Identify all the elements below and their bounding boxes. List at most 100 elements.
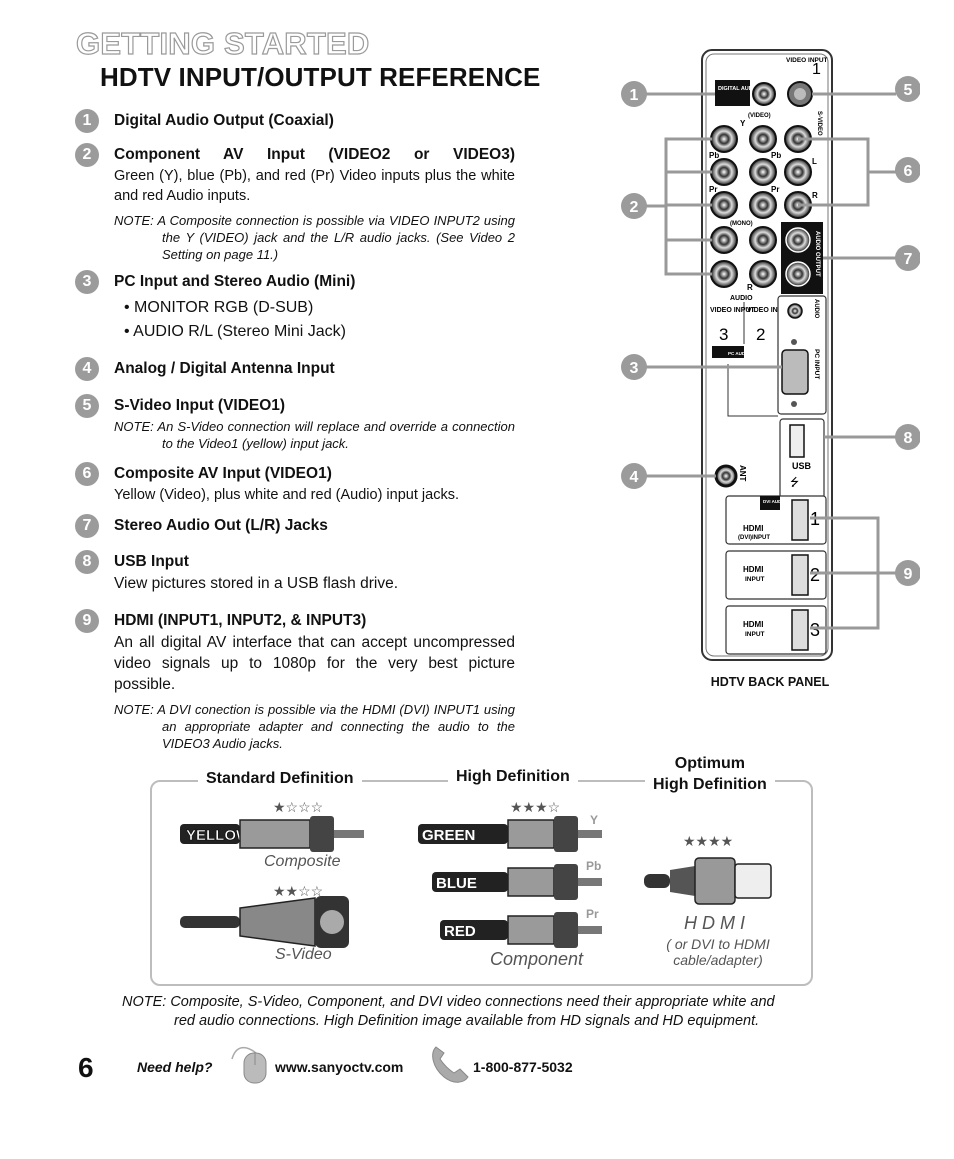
hdtv-back-panel-diagram: VIDEO INPUT 1 DIGITAL AUDIO OUTPUT S-VID…	[621, 49, 920, 661]
component-band-blue: BLUE	[436, 875, 477, 892]
usb-symbol-icon: ⭍	[790, 476, 799, 489]
optimum-label-line2: High Definition	[653, 776, 767, 793]
item-hdmi-input: 9 HDMI (INPUT1, INPUT2, & INPUT3) An all…	[75, 609, 515, 752]
pc-input-label: PC INPUT	[813, 349, 820, 379]
hdmi3-number: 3	[810, 620, 820, 640]
component-tag-pr: Pr	[586, 907, 599, 921]
component-label: Component	[490, 949, 584, 969]
section-title: GETTING STARTED	[75, 25, 370, 61]
item-title: S-Video Input (VIDEO1)	[114, 397, 286, 414]
svideo-stars: ★★☆☆	[273, 883, 323, 899]
hdmi2-input-label: INPUT	[745, 576, 765, 583]
video-input3-label: VIDEO INPUT	[710, 307, 755, 314]
hdmi2-logo: HDMI	[743, 565, 763, 574]
callout-lines	[645, 92, 896, 630]
pr-label-2: Pr	[771, 185, 779, 194]
pb-label-2: Pb	[771, 151, 781, 160]
item-bullet-list: • MONITOR RGB (D-SUB) • AUDIO R/L (Stere…	[124, 296, 515, 344]
item-number-badge: 1	[75, 109, 99, 133]
pc-audio-jack	[787, 303, 803, 319]
mono-label: (MONO)	[730, 221, 753, 227]
hdmi3-port	[791, 609, 809, 651]
mouse-icon	[231, 1046, 267, 1084]
hdmi1-port	[791, 499, 809, 541]
vga-dsub-connector	[781, 349, 809, 395]
composite-label: Composite	[264, 853, 341, 870]
video-input2-label: VIDEO INPUT	[747, 307, 792, 314]
pr-label: Pr	[709, 185, 717, 194]
item-composite-av-input: 6 Composite AV Input (VIDEO1) Yellow (Vi…	[75, 462, 515, 505]
y-label: Y	[740, 119, 746, 128]
antenna-jack	[714, 464, 738, 488]
footnote-line1: NOTE: Composite, S-Video, Component, and…	[122, 994, 775, 1010]
hdmi3-logo: HDMI	[743, 620, 763, 629]
component-jack-grid: (VIDEO) Y Pb Pb L Pr Pr R (MONO) R AUDIO	[709, 113, 818, 302]
composite-band-label: YELLOW	[186, 827, 251, 844]
callout-9: 9	[904, 566, 913, 583]
digital-audio-jack	[752, 82, 776, 106]
pc-audio-label: PC AUDIO	[728, 351, 750, 356]
component-tag-y: Y	[590, 813, 598, 827]
item-description: Green (Y), blue (Pb), and red (Pr) Video…	[114, 168, 515, 204]
video-input1-label: VIDEO INPUT	[786, 57, 828, 64]
standard-definition-label: Standard Definition	[198, 770, 362, 788]
r-label-audio: R	[747, 283, 753, 292]
hdmi-sublabel-line2: cable/adapter)	[673, 952, 763, 968]
website-link[interactable]: www.sanyoctv.com	[275, 1059, 404, 1075]
svideo-label: S-Video	[275, 946, 332, 963]
footnote: NOTE: Composite, S-Video, Component, and…	[122, 993, 842, 1031]
ant-label: ANT	[738, 465, 747, 482]
panel-caption: HDTV BACK PANEL	[710, 675, 830, 689]
item-digital-audio-output: 1 Digital Audio Output (Coaxial)	[75, 109, 515, 133]
hdmi3-input-label: INPUT	[745, 631, 765, 638]
component-cables: ★★★☆ GREEN Y BLUE Pb RED Pr	[418, 799, 602, 948]
item-number-badge: 8	[75, 550, 99, 574]
need-help-text: Need help?	[137, 1059, 213, 1075]
video-input3-number: 3	[719, 325, 728, 344]
audio-label: AUDIO	[730, 295, 753, 302]
cable-illustrations: ★☆☆☆ YELLOW ★★☆☆ ★★★☆ GREEN Y BLUE	[180, 799, 772, 948]
dvi-input-label: (DVI)INPUT	[738, 535, 770, 541]
audio-out-jack-r	[785, 261, 811, 287]
pb-label: Pb	[709, 151, 719, 160]
pc-audio-side-label: AUDIO	[813, 299, 819, 319]
phone-number[interactable]: 1-800-877-5032	[473, 1059, 573, 1075]
item-number-badge: 9	[75, 609, 99, 633]
video-input1-number: 1	[812, 61, 821, 78]
item-note: NOTE: A Composite connection is possible…	[114, 213, 515, 262]
item-title: Digital Audio Output (Coaxial)	[114, 112, 334, 129]
hdmi-sublabel: ( or DVI to HDMI cable/adapter)	[652, 936, 784, 968]
r-label-video1: R	[812, 191, 818, 200]
component-tag-pb: Pb	[586, 859, 601, 873]
callout-1: 1	[630, 87, 639, 104]
component-band-red: RED	[444, 923, 476, 940]
callout-8: 8	[904, 430, 913, 447]
usb-port	[789, 424, 805, 458]
callout-5: 5	[904, 82, 913, 99]
video-input2-number: 2	[756, 325, 765, 344]
item-title: Analog / Digital Antenna Input	[114, 360, 335, 377]
svideo-label: S-VIDEO	[816, 111, 822, 136]
hdmi2-number: 2	[810, 565, 820, 585]
item-note: NOTE: A DVI conection is possible via th…	[114, 702, 515, 751]
item-description: Yellow (Video), plus white and red (Audi…	[114, 487, 459, 503]
hdmi-label: H D M I	[684, 913, 745, 933]
item-title: USB Input	[114, 553, 189, 570]
component-stars: ★★★☆	[510, 799, 560, 815]
item-title: Component AV Input (VIDEO2 or VIDEO3)	[114, 146, 515, 163]
digital-audio-label: DIGITAL AUDIO OUTPUT	[718, 86, 783, 92]
hdmi1-logo: HDMI	[743, 524, 763, 533]
callout-3: 3	[630, 360, 639, 377]
high-definition-label: High Definition	[448, 768, 578, 786]
item-antenna-input: 4 Analog / Digital Antenna Input	[75, 357, 515, 381]
optimum-label-line1: Optimum	[674, 755, 745, 772]
component-band-green: GREEN	[422, 827, 475, 844]
dvi-audio-label: DVI AUDIO	[763, 499, 787, 504]
page-number: 6	[78, 1052, 94, 1083]
callout-7: 7	[904, 251, 913, 268]
l-label-video1: L	[812, 157, 817, 166]
digital-audio-block	[715, 80, 750, 106]
audio-output-label: AUDIO OUTPUT	[814, 231, 820, 277]
item-title: PC Input and Stereo Audio (Mini)	[114, 273, 356, 290]
hdmi-cable: ★★★★	[644, 833, 772, 905]
